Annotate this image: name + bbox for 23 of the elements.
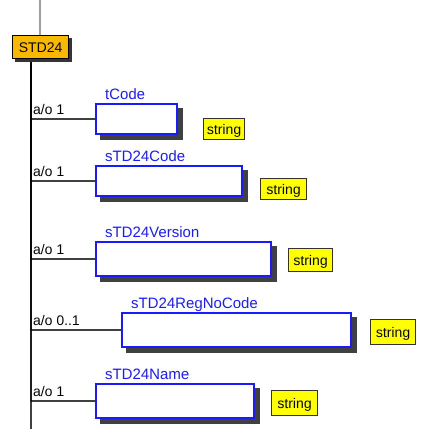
element-name: sTD24RegNoCode xyxy=(131,295,258,312)
type-label: string xyxy=(206,121,242,137)
type-label: string xyxy=(376,324,410,340)
node-label: STD24 xyxy=(18,39,62,55)
type-box xyxy=(260,178,307,200)
connector-line xyxy=(39,0,41,35)
edge-label: a/o 1 xyxy=(33,384,64,399)
edge-label: a/o 1 xyxy=(33,102,64,117)
type-box xyxy=(370,319,416,345)
type-box xyxy=(203,118,245,140)
element-name: sTD24Code xyxy=(105,148,186,165)
element-name: sTD24Version xyxy=(105,224,200,241)
element-name: tCode xyxy=(105,86,146,103)
type-label: string xyxy=(266,181,301,197)
type-label: string xyxy=(277,395,312,411)
edge-label: a/o 1 xyxy=(33,164,64,179)
element-name: sTD24Name xyxy=(105,366,190,383)
complex-element-box xyxy=(12,35,69,59)
edge-label: a/o 1 xyxy=(33,242,64,257)
edge-label: a/o 0..1 xyxy=(33,313,80,328)
type-box xyxy=(288,248,333,272)
type-box xyxy=(271,390,318,416)
type-label: string xyxy=(293,252,328,268)
